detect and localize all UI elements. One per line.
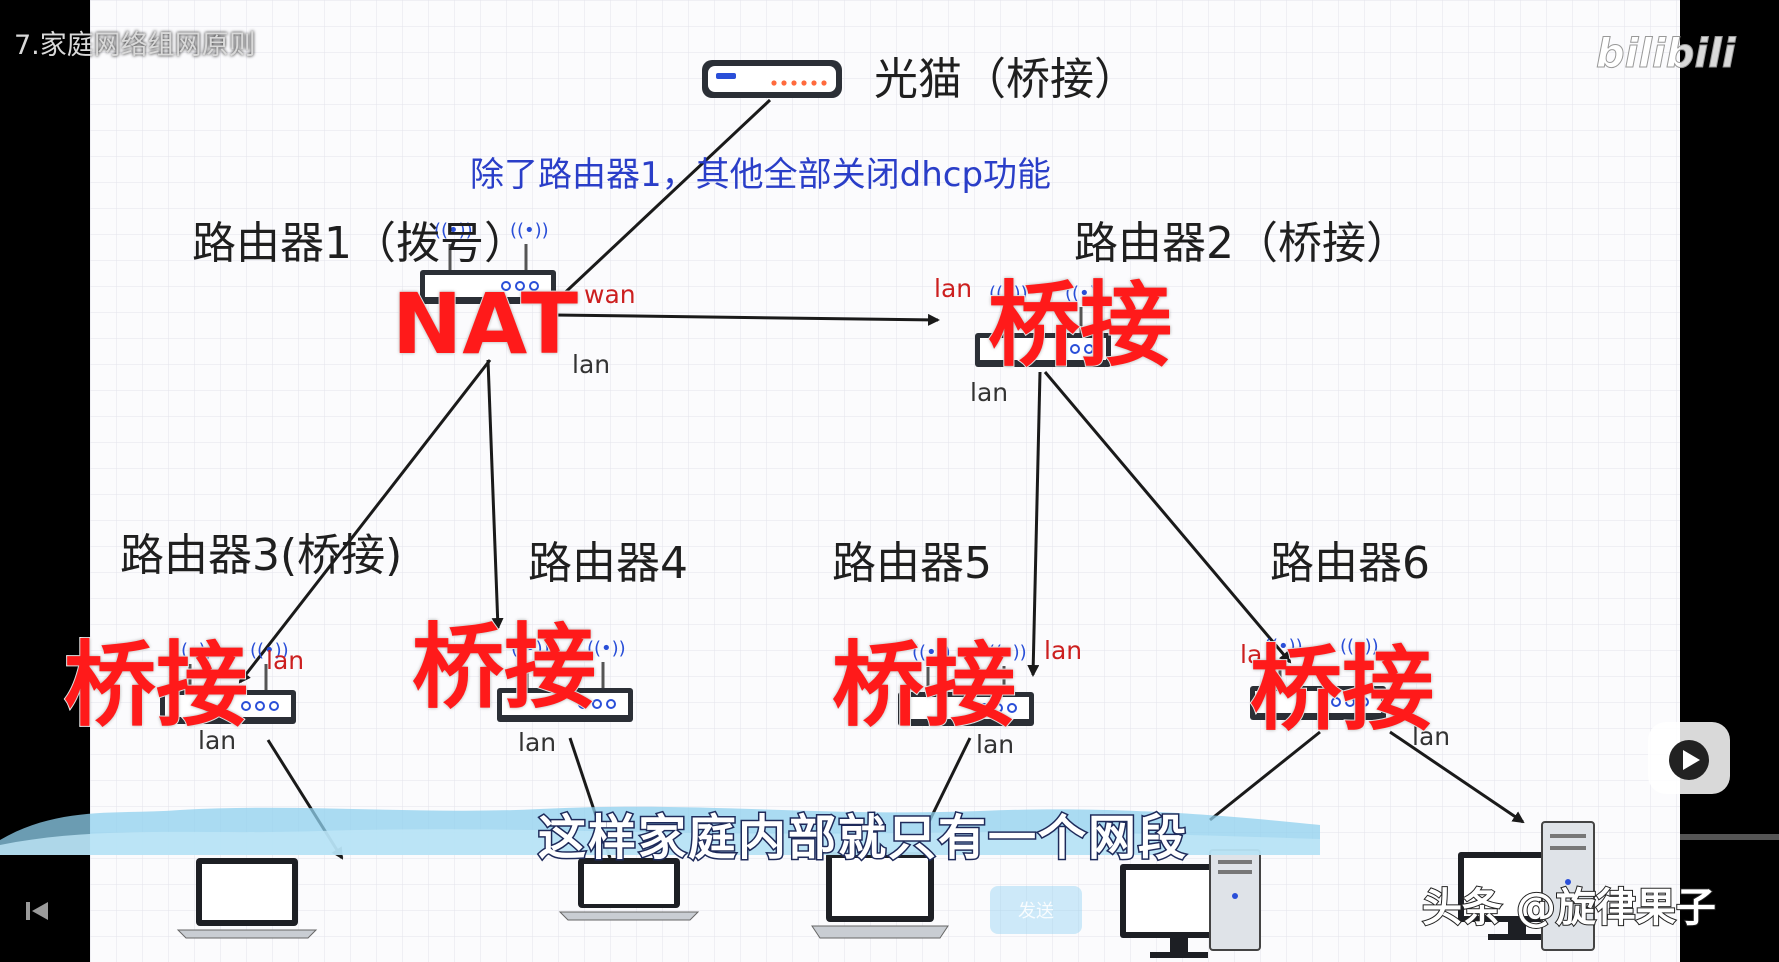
link-router1-router4	[486, 359, 504, 630]
link-router6-tower	[1389, 730, 1525, 824]
router-3-label: 路由器3(桥接)	[120, 530, 403, 581]
video-title: 7.家庭网络组网原则	[14, 30, 256, 61]
play-icon	[1669, 740, 1709, 780]
router-2-label: 路由器2（桥接）	[1074, 218, 1410, 269]
port-lan-label: la	[1240, 640, 1263, 669]
port-lan-label: lan	[1412, 722, 1451, 751]
link-router1-router3	[238, 359, 492, 684]
router-1-nat-tag: NAT	[391, 275, 579, 373]
port-lan-label: lan	[572, 350, 611, 379]
video-subtitle: 这样家庭内部就只有一个网段	[536, 810, 1189, 866]
svg-text:((•)): ((•))	[912, 642, 951, 663]
svg-text:((•)): ((•))	[988, 642, 1027, 663]
port-wan-label: wan	[584, 280, 636, 309]
svg-text:((•)): ((•))	[434, 220, 473, 241]
bilibili-logo-text: bilibili	[1596, 31, 1737, 77]
svg-text:((•)): ((•))	[511, 638, 550, 659]
progress-bar[interactable]	[1680, 834, 1779, 840]
link-router2-router5	[1027, 371, 1042, 677]
svg-text:((•)): ((•))	[174, 640, 213, 661]
svg-text:((•)): ((•))	[1340, 636, 1379, 657]
svg-text:((•)): ((•))	[510, 220, 549, 241]
desktop-tower-icon	[1541, 821, 1595, 951]
router-6-icon: ((•)) ((•))	[1250, 636, 1386, 720]
svg-text:((•)): ((•))	[1065, 283, 1104, 304]
link-modem-router1	[553, 98, 772, 304]
link-router6-desktop	[1209, 730, 1321, 822]
watermark: 头条 @旋律果子	[1421, 885, 1717, 931]
svg-text:((•)): ((•))	[1264, 636, 1303, 657]
bilibili-logo: bilibili	[1588, 24, 1737, 84]
router-4-icon: ((•)) ((•))	[497, 638, 633, 722]
router-4-bridge-tag: 桥接	[411, 614, 597, 721]
port-lan-label: lan	[1044, 636, 1083, 665]
router-3-bridge-tag: 桥接	[63, 632, 249, 739]
port-lan-label: lan	[970, 378, 1009, 407]
router-2-icon: ((•)) ((•))	[975, 283, 1111, 367]
router-5-bridge-tag: 桥接	[831, 632, 1017, 739]
svg-text:((•)): ((•))	[989, 283, 1028, 304]
send-button-label: 发送	[1018, 901, 1054, 922]
laptop-icon	[176, 858, 318, 939]
router-2-bridge-tag: 桥接	[987, 272, 1173, 379]
play-button[interactable]	[1648, 722, 1730, 794]
modem-label: 光猫（桥接）	[874, 54, 1138, 105]
router-1-icon: ((•)) ((•))	[420, 220, 556, 304]
link-router2-router6	[1043, 371, 1292, 664]
port-lan-label: lan	[976, 730, 1015, 759]
svg-text:((•)): ((•))	[587, 638, 626, 659]
water-wave-decoration	[0, 806, 1320, 855]
laptop-icon	[558, 858, 700, 921]
router-1-label: 路由器1（拨号）	[192, 218, 528, 269]
router-5-icon: ((•)) ((•))	[898, 642, 1034, 726]
port-lan-label: lan	[198, 726, 237, 755]
modem-icon	[702, 60, 842, 98]
laptop-icon	[811, 852, 949, 939]
skip-back-icon[interactable]	[22, 896, 52, 926]
send-button[interactable]: 发送	[990, 886, 1082, 934]
desktop-tower-icon	[1209, 849, 1261, 951]
svg-text:((•)): ((•))	[250, 640, 289, 661]
dhcp-note: 除了路由器1，其他全部关闭dhcp功能	[470, 155, 1052, 195]
router-4-label: 路由器4	[528, 538, 688, 589]
link-router1-router2	[554, 313, 940, 326]
router-6-bridge-tag: 桥接	[1249, 636, 1435, 743]
port-lan-label: lan	[934, 274, 973, 303]
router-6-label: 路由器6	[1270, 538, 1430, 589]
diagram-canvas: ((•)) ((•)) ((•)) ((•)) ((•)) ((•))	[90, 0, 1680, 962]
port-lan-label: lan	[266, 646, 305, 675]
router-5-label: 路由器5	[832, 538, 992, 589]
port-lan-label: lan	[518, 728, 557, 757]
router-3-icon: ((•)) ((•))	[160, 640, 296, 724]
